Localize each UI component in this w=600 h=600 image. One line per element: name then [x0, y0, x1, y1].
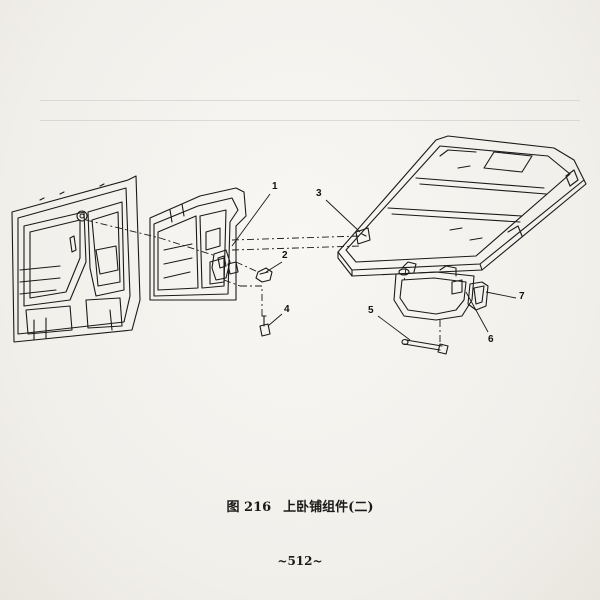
- callout-label-7: 7: [519, 291, 525, 302]
- bleed-through-rule: [40, 100, 580, 101]
- figure-caption: 图 216 上卧铺组件(二): [0, 496, 600, 515]
- figure-number: 图 216: [226, 500, 272, 515]
- support-rod-illustration: [401, 338, 449, 355]
- bolt-part-illustration: [259, 315, 271, 337]
- wall-bracket-illustration: [211, 249, 239, 281]
- callout-label-6: 6: [488, 334, 494, 345]
- assembly-guide-lines: [85, 219, 441, 346]
- upper-bunk-board-illustration: [337, 135, 587, 277]
- bunk-support-box-illustration: [393, 261, 489, 321]
- clip-part-illustration: [255, 267, 273, 283]
- callout-label-3: 3: [316, 188, 322, 199]
- callout-label-1: 1: [272, 181, 278, 192]
- callout-label-5: 5: [368, 305, 374, 316]
- bleed-through-rule: [40, 120, 580, 121]
- page-number: ~512~: [277, 554, 323, 568]
- cab-rear-wall-section-illustration: [149, 187, 247, 301]
- cab-side-wall-illustration: [11, 175, 141, 343]
- callout-label-4: 4: [284, 304, 290, 315]
- callout-label-2: 2: [282, 250, 288, 261]
- figure-title: 上卧铺组件(二): [283, 500, 374, 515]
- callout-leader-lines: [231, 193, 517, 341]
